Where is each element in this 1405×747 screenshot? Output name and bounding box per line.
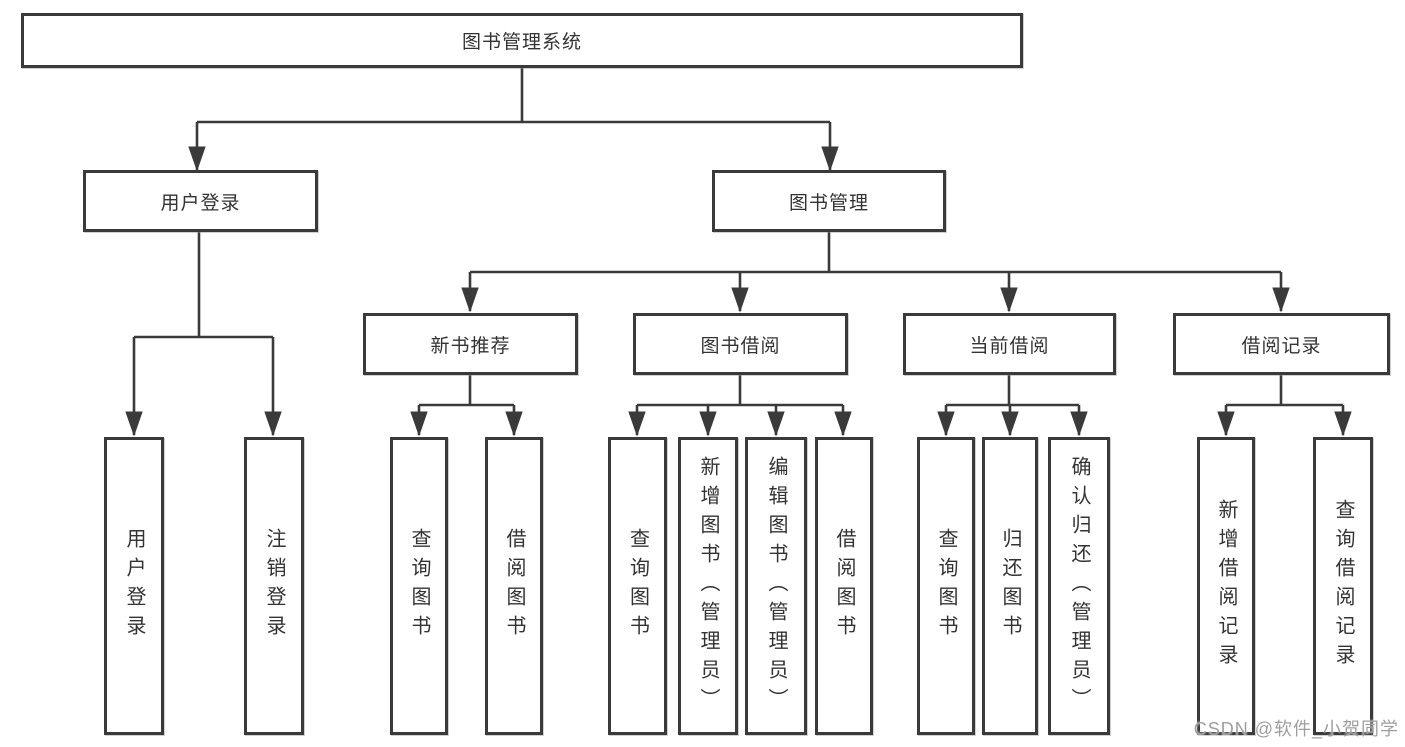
node-book-management: 图书管理 xyxy=(712,170,946,232)
node-label: 借阅图书 xyxy=(833,528,855,644)
node-leaf-query-borrow-record: 查询借阅记录 xyxy=(1313,437,1373,735)
node-leaf-confirm-return-admin: 确认归还（管理员） xyxy=(1048,437,1110,735)
node-leaf-user-login: 用户登录 xyxy=(104,437,164,735)
node-label: 当前借阅 xyxy=(969,335,1050,357)
node-label: 确认归还（管理员） xyxy=(1068,455,1090,717)
node-label: 借阅记录 xyxy=(1241,335,1322,357)
node-leaf-borrow-books-bb: 借阅图书 xyxy=(815,437,873,735)
node-new-book-recommendation: 新书推荐 xyxy=(363,313,578,375)
node-label: 查询借阅记录 xyxy=(1332,499,1354,673)
node-leaf-borrow-books-rec: 借阅图书 xyxy=(485,437,543,735)
node-label: 查询图书 xyxy=(408,528,430,644)
node-library-management-system: 图书管理系统 xyxy=(21,13,1023,68)
node-label: 图书借阅 xyxy=(700,335,781,357)
node-book-borrowing: 图书借阅 xyxy=(633,313,848,375)
node-leaf-add-borrow-record: 新增借阅记录 xyxy=(1197,437,1255,735)
node-leaf-add-books-admin: 新增图书（管理员） xyxy=(678,437,738,735)
node-borrowing-records: 借阅记录 xyxy=(1173,313,1390,375)
node-user-login: 用户登录 xyxy=(83,170,318,232)
node-leaf-logout: 注销登录 xyxy=(244,437,304,735)
node-label: 编辑图书（管理员） xyxy=(765,455,787,717)
node-current-borrowing: 当前借阅 xyxy=(903,313,1116,375)
node-leaf-query-books-bb: 查询图书 xyxy=(608,437,667,735)
csdn-watermark: CSDN @软件_小贺同学 xyxy=(1193,719,1399,739)
node-leaf-edit-books-admin: 编辑图书（管理员） xyxy=(745,437,807,735)
node-label: 查询图书 xyxy=(935,528,957,644)
node-label: 查询图书 xyxy=(626,528,649,644)
node-label: 新书推荐 xyxy=(430,335,511,357)
node-label: 注销登录 xyxy=(263,528,285,644)
node-label: 用户登录 xyxy=(123,528,145,644)
node-label: 归还图书 xyxy=(999,528,1021,644)
node-leaf-query-books-rec: 查询图书 xyxy=(390,437,448,735)
node-label: 新增借阅记录 xyxy=(1215,499,1237,673)
node-label: 用户登录 xyxy=(160,192,241,214)
node-leaf-query-books-cb: 查询图书 xyxy=(917,437,975,735)
node-leaf-return-books: 归还图书 xyxy=(982,437,1038,735)
node-label: 借阅图书 xyxy=(503,528,525,644)
node-label: 新增图书（管理员） xyxy=(697,455,719,717)
node-label: 图书管理系统 xyxy=(461,32,582,53)
node-label: 图书管理 xyxy=(788,192,869,214)
